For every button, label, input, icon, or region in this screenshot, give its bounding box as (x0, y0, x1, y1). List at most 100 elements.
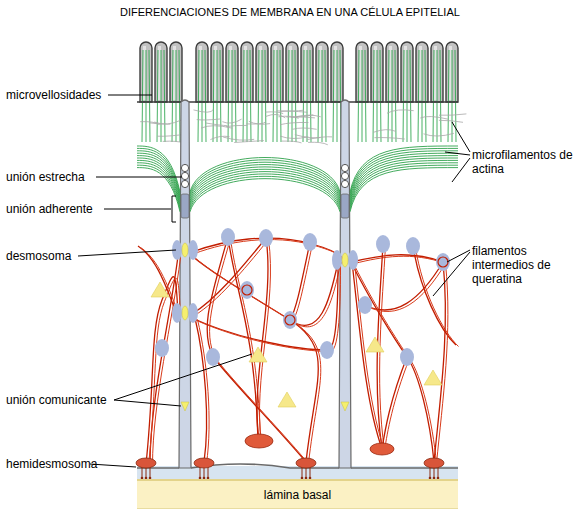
actin-core (176, 50, 177, 142)
actin-core (217, 50, 218, 142)
actin-core (337, 50, 338, 142)
filament-node (155, 339, 169, 357)
terminal-web-filament (277, 110, 304, 112)
actin-core (179, 50, 180, 142)
terminal-web-filament (154, 120, 181, 124)
terminal-web-filament (206, 123, 228, 126)
connexon-particle (151, 282, 169, 297)
keratin-filament (365, 262, 443, 310)
actin-core (437, 50, 438, 142)
terminal-web-filament (307, 137, 332, 140)
actin-core (440, 50, 441, 142)
basal-lamina-band: lámina basal (137, 479, 458, 509)
desmosome-plaque (188, 303, 198, 323)
tight-junction-strand (341, 172, 348, 179)
actin-core (373, 50, 374, 142)
leader-line (114, 354, 252, 400)
actin-core (243, 50, 244, 142)
filament-knot (285, 315, 295, 325)
terminal-web-filament (280, 122, 308, 124)
keratin-filament (293, 244, 313, 322)
actin-core (388, 50, 389, 142)
actin-core (146, 50, 147, 142)
desmosome-plaque (172, 303, 182, 323)
terminal-web-filament (201, 126, 232, 128)
actin-core (448, 50, 449, 142)
tight-junction-strand (181, 172, 188, 179)
keratin-filament (352, 262, 382, 449)
leader-line (96, 177, 182, 178)
filament-knot (438, 257, 448, 267)
part-label: hemidesmosoma (6, 457, 106, 471)
keratin-filament (355, 256, 446, 263)
tight-junction-strand (181, 164, 188, 171)
actin-core (422, 50, 423, 142)
keratin-filament (385, 359, 410, 451)
connexon-particle (366, 337, 384, 352)
tight-junction-strand (341, 180, 348, 187)
actin-core (318, 50, 319, 142)
adherent-junction (181, 194, 189, 218)
actin-core (198, 50, 199, 142)
actin-core (362, 50, 363, 142)
actin-belt-filament (350, 168, 458, 212)
terminal-web-filament (439, 120, 463, 122)
terminal-web-filament (420, 117, 448, 120)
actin-core (277, 50, 278, 142)
actin-core (392, 50, 393, 142)
desmosome-core (182, 306, 188, 320)
filament-knot (242, 285, 252, 295)
keratin-filament (368, 264, 446, 312)
filament-node (221, 228, 235, 246)
terminal-web-filament (226, 125, 247, 126)
actin-core (322, 50, 323, 142)
part-label: unión estrecha (6, 170, 106, 184)
keratin-filament (355, 266, 437, 464)
part-label: desmosoma (6, 249, 96, 263)
connexon-particle (278, 392, 296, 407)
actin-core (149, 50, 150, 142)
apical-membrane (137, 101, 181, 103)
filament-node (206, 348, 220, 366)
part-label: unión comunicante (6, 393, 121, 407)
hemidesmosome-plaque (296, 458, 316, 468)
hemidesmosome-plaque (194, 458, 214, 468)
actin-core (407, 50, 408, 142)
gap-junction (341, 402, 349, 411)
leader-line (114, 400, 181, 406)
desmosome-plaque (348, 250, 358, 270)
actin-belt-filament (190, 179, 340, 212)
keratin-filament (216, 359, 309, 464)
keratin-filament (416, 248, 459, 347)
filament-node (358, 296, 372, 314)
filament-node (376, 235, 390, 253)
adherent-junction (341, 194, 349, 218)
actin-core (433, 50, 434, 142)
keratin-filament (192, 238, 266, 314)
actin-core (418, 50, 419, 142)
filament-node (259, 229, 273, 247)
terminal-web-filament (295, 135, 321, 138)
connexon-particle (424, 370, 442, 385)
gap-junction (181, 402, 189, 411)
terminal-web-filament (265, 112, 283, 114)
filament-node (283, 311, 297, 329)
keratin-filament (195, 240, 269, 316)
actin-belt-filament (137, 168, 180, 212)
terminal-web-filament (293, 128, 317, 129)
terminal-web-filament (373, 130, 396, 133)
actin-core (410, 50, 411, 142)
terminal-web-filament (222, 119, 241, 123)
terminal-web-filament (210, 136, 229, 139)
actin-core (280, 50, 281, 142)
actin-core (142, 50, 143, 142)
keratin-filament (437, 264, 448, 464)
keratin-filament (198, 320, 210, 464)
apical-membrane (189, 101, 341, 103)
keratin-filament (192, 256, 318, 462)
keratin-filament (192, 264, 338, 350)
tight-junction-strand (341, 164, 348, 171)
leader-line (172, 196, 176, 222)
desmosome-plaque (188, 240, 198, 260)
